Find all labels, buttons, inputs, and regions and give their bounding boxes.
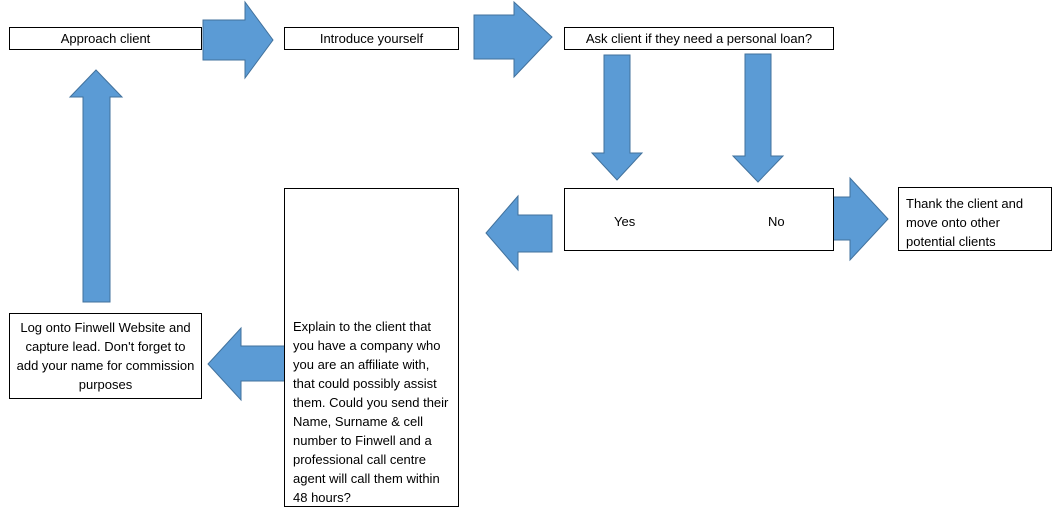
decision-yes-label: Yes [614,214,636,229]
arrow-ask-to-no [731,53,785,183]
step-approach-client-label: Approach client [60,31,151,46]
step-capture-lead-label: Log onto Finwell Website and capture lea… [16,320,195,392]
step-introduce-yourself-label: Introduce yourself [319,31,424,46]
decision-no-label: No [768,214,785,229]
step-thank-client: Thank the client and move onto other pot… [898,187,1052,251]
step-ask-personal-loan: Ask client if they need a personal loan? [564,27,834,50]
arrow-explain-to-capture [207,326,287,402]
arrow-yes-to-explain [485,194,553,272]
arrow-ask-to-yes [590,54,644,181]
step-introduce-yourself: Introduce yourself [284,27,459,50]
step-ask-personal-loan-label: Ask client if they need a personal loan? [585,31,813,46]
arrow-approach-to-introduce [202,0,274,80]
step-explain-affiliate: Explain to the client that you have a co… [284,188,459,507]
step-capture-lead: Log onto Finwell Website and capture lea… [9,313,202,399]
arrow-introduce-to-ask [473,0,553,79]
decision-yes-no: Yes No [564,188,834,251]
step-approach-client: Approach client [9,27,202,50]
step-explain-affiliate-label: Explain to the client that you have a co… [293,319,449,505]
step-thank-client-label: Thank the client and move onto other pot… [906,196,1024,249]
arrow-capture-to-approach [68,69,124,303]
